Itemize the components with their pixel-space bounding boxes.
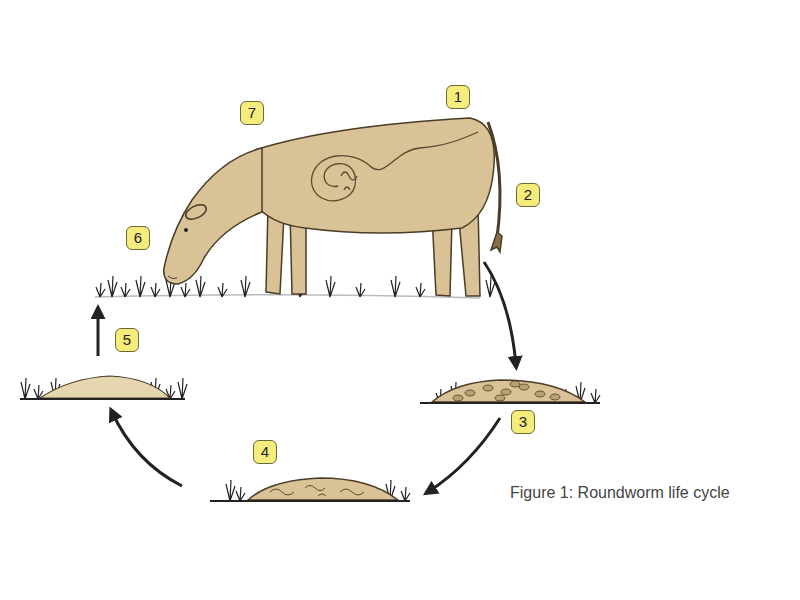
callout-number: 3 bbox=[511, 410, 535, 434]
ground-line bbox=[95, 295, 480, 298]
grass bbox=[21, 276, 600, 501]
callout-number: 7 bbox=[240, 101, 264, 125]
egg bbox=[510, 381, 520, 387]
grass-blade bbox=[181, 283, 190, 297]
grass-blade bbox=[401, 487, 410, 501]
callout-number: 6 bbox=[126, 226, 150, 250]
grass-blade bbox=[326, 276, 335, 297]
callout-number: 1 bbox=[446, 85, 470, 109]
grass-blade bbox=[151, 283, 160, 297]
egg bbox=[483, 385, 493, 391]
grass-blade bbox=[96, 283, 105, 297]
grass-blade bbox=[391, 276, 400, 297]
egg bbox=[501, 389, 511, 395]
grass-blade bbox=[121, 283, 130, 297]
grass-blade bbox=[226, 480, 235, 501]
callout-number: 2 bbox=[516, 183, 540, 207]
dung-with-eggs bbox=[420, 380, 600, 403]
cow bbox=[164, 118, 502, 296]
grass-blade bbox=[218, 283, 227, 297]
larvae-on-pasture bbox=[20, 376, 185, 399]
egg bbox=[535, 391, 545, 397]
dung-with-larvae bbox=[210, 478, 410, 501]
roundworm bbox=[312, 132, 478, 201]
grass-blade bbox=[21, 378, 30, 399]
figure-caption: Figure 1: Roundworm life cycle bbox=[510, 484, 730, 502]
grass-blade bbox=[136, 276, 145, 297]
cycle-arrow bbox=[98, 262, 516, 492]
grass-blade bbox=[241, 276, 250, 297]
callout-number: 4 bbox=[253, 440, 277, 464]
grass-blade bbox=[178, 378, 187, 399]
egg bbox=[550, 394, 560, 400]
grass-blade bbox=[108, 276, 117, 297]
grass-blade bbox=[591, 389, 600, 403]
egg bbox=[465, 390, 475, 396]
grass-blade bbox=[356, 283, 365, 297]
grass-blade bbox=[236, 487, 245, 501]
egg bbox=[453, 395, 463, 401]
grass-blade bbox=[416, 283, 425, 297]
egg bbox=[519, 384, 529, 390]
grass-blade bbox=[196, 276, 205, 297]
egg bbox=[495, 395, 505, 401]
callout-number: 5 bbox=[115, 328, 139, 352]
